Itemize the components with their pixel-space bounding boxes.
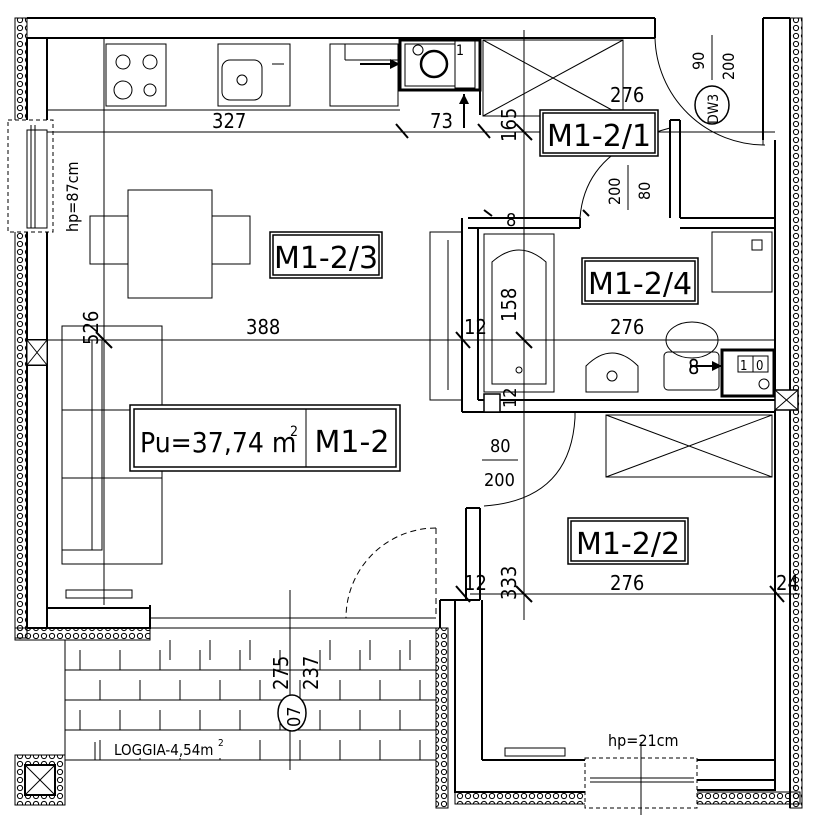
riser-meter-0: 0 [756, 359, 763, 374]
dim-327: 327 [212, 109, 246, 133]
door-sizes: 90 200 200 80 80 200 [482, 35, 738, 491]
notes: hp=87cm hp=21cm DW3 07 [63, 85, 730, 750]
dim-158: 158 [497, 288, 521, 322]
dim-237: 237 [299, 656, 323, 690]
kitchen [105, 38, 482, 128]
area-box: Pu=37,74 m 2 M1-2 [129, 404, 401, 472]
dim-276-bed: 276 [610, 571, 644, 595]
dim-276-hall: 276 [610, 83, 644, 107]
bed-door-height: 200 [484, 470, 515, 491]
bed-door-width: 80 [490, 436, 511, 457]
bottom-window [584, 742, 698, 815]
dim-526: 526 [79, 311, 103, 345]
area-value: Pu=37,74 m [140, 426, 296, 459]
room-label-hall: M1-2/1 [547, 119, 651, 154]
boiler-meter-1: 1 [456, 43, 464, 59]
bathroom-fixtures [483, 231, 776, 398]
dim-276-bath: 276 [610, 315, 644, 339]
room-label-living: M1-2/3 [274, 241, 378, 276]
door-tag-dw3: DW3 [706, 94, 722, 124]
room-label-bedroom: M1-2/2 [576, 527, 680, 562]
dim-73: 73 [430, 109, 453, 133]
riser-meter-1: 1 [740, 359, 747, 374]
dim-8-top: 8 [506, 210, 516, 231]
dim-12-wall: 12 [500, 387, 521, 408]
loggia-label: LOGGIA-4,54m 2 [110, 738, 230, 759]
loggia-tiles [64, 617, 436, 761]
area-unit-sup: 2 [290, 424, 298, 440]
bath-door-height: 200 [605, 178, 624, 205]
dim-165: 165 [497, 108, 521, 142]
window-sill-bottom: hp=21cm [608, 731, 679, 750]
dim-12-bath: 12 [464, 315, 487, 339]
dim-12-bed: 12 [464, 571, 487, 595]
entry-door-height: 200 [719, 53, 738, 80]
left-window [7, 119, 54, 233]
room-label-bathroom: M1-2/4 [588, 267, 692, 302]
meter-numbers: 1 1 0 [456, 43, 763, 374]
dim-388: 388 [246, 315, 280, 339]
dim-8-riser: 8 [688, 355, 699, 379]
room-labels: M1-2/3 M1-2/1 M1-2/4 M1-2/2 [269, 109, 699, 565]
loggia-area: LOGGIA-4,54m [114, 741, 213, 759]
entry-door-width: 90 [689, 52, 708, 70]
window-sill-left: hp=87cm [63, 161, 82, 232]
doors [345, 30, 766, 757]
dining-set [89, 189, 251, 299]
dim-275: 275 [269, 656, 293, 690]
dim-333: 333 [497, 566, 521, 600]
dimension-texts: 327 73 165 276 526 388 12 158 276 8 12 1… [79, 83, 799, 690]
apartment-code: M1-2 [315, 425, 390, 460]
bath-door-width: 80 [635, 182, 654, 200]
wardrobe [429, 231, 463, 401]
dim-24: 24 [776, 571, 799, 595]
loggia-unit-sup: 2 [218, 738, 224, 749]
door-tag-07: 07 [284, 706, 305, 727]
